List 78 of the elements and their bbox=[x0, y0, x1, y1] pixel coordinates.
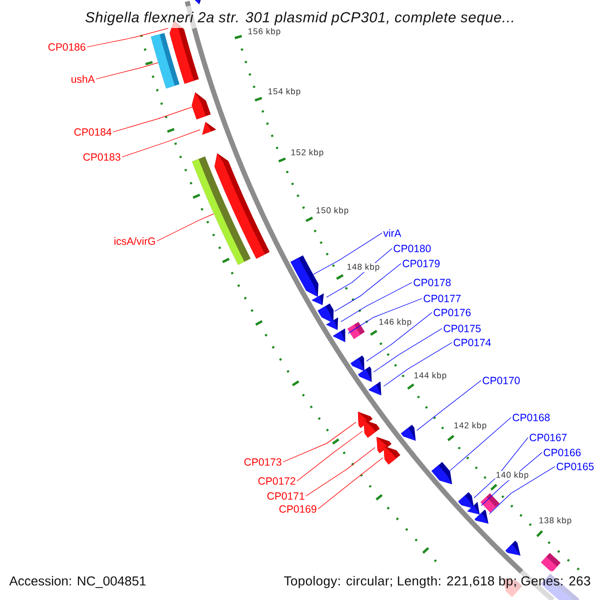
leader-line bbox=[96, 62, 158, 80]
scale-label: 148 kbp bbox=[346, 262, 380, 272]
scale-label: 156 kbp bbox=[247, 27, 282, 37]
gene-bar bbox=[480, 493, 500, 512]
gene-label: CP0176 bbox=[434, 308, 471, 316]
gene-label: icsA/virG bbox=[114, 237, 155, 245]
leader-line bbox=[488, 466, 556, 514]
leader-line bbox=[318, 457, 384, 510]
gene-label: CP0186 bbox=[48, 43, 86, 51]
gene-block bbox=[505, 540, 520, 556]
leader-line bbox=[366, 312, 432, 362]
gene-block bbox=[368, 382, 382, 396]
gene-label: virA bbox=[383, 229, 402, 237]
scale-label: 152 kbp bbox=[290, 148, 324, 158]
gene-label: CP0170 bbox=[482, 376, 520, 384]
leader-line bbox=[334, 263, 402, 312]
scale-label: 140 kbp bbox=[495, 470, 530, 480]
gene-label: CP0169 bbox=[279, 505, 316, 513]
gene-block bbox=[358, 366, 372, 382]
gene-label: CP0179 bbox=[402, 260, 440, 268]
gene-block bbox=[290, 255, 318, 297]
gene-label: CP0173 bbox=[244, 458, 282, 466]
gene-bar bbox=[150, 32, 180, 88]
gene-label: CP0168 bbox=[512, 414, 550, 422]
gene-bar bbox=[540, 552, 561, 572]
gene-label: CP0184 bbox=[74, 128, 112, 136]
gene-label: CP0172 bbox=[258, 477, 296, 485]
leader-line bbox=[296, 430, 363, 482]
gene-bar bbox=[347, 322, 365, 339]
gene-block bbox=[467, 502, 480, 514]
scale-label: 154 kbp bbox=[267, 87, 302, 97]
gene-block bbox=[192, 92, 211, 120]
gene-block bbox=[333, 328, 346, 342]
leader-line bbox=[282, 422, 356, 462]
scale-label: 146 kbp bbox=[378, 318, 412, 328]
leader-line bbox=[156, 214, 214, 242]
gene-label: CP0166 bbox=[544, 448, 581, 456]
gene-block bbox=[458, 492, 474, 509]
accession-text: Accession: NC_004851 bbox=[9, 576, 146, 588]
gene-label: CP0174 bbox=[454, 338, 491, 346]
gene-block bbox=[350, 355, 364, 372]
scale-label: 138 kbp bbox=[538, 516, 572, 526]
scale-label: 150 kbp bbox=[315, 206, 350, 216]
summary-text: Topology: circular; Length: 221,618 bp; Genes: 263 bbox=[284, 576, 590, 588]
leader-line bbox=[112, 106, 192, 132]
gene-label: CP0165 bbox=[556, 462, 594, 470]
gene-block bbox=[383, 446, 400, 465]
leader-line bbox=[306, 447, 376, 496]
leader-line bbox=[348, 298, 422, 334]
leader-line bbox=[122, 129, 200, 158]
gene-block bbox=[400, 424, 416, 441]
leader-line bbox=[373, 328, 442, 372]
gene-label: CP0178 bbox=[414, 278, 451, 286]
leader-line bbox=[474, 437, 528, 498]
leader-line bbox=[313, 232, 382, 275]
gene-label: CP0183 bbox=[83, 153, 120, 161]
gene-block bbox=[326, 317, 338, 330]
gene-block bbox=[194, 0, 201, 4]
title: Shigella flexneri 2a str. 301 plasmid pCP301, complete seque... bbox=[85, 12, 514, 26]
gene-block bbox=[364, 420, 380, 438]
gene-label: CP0177 bbox=[424, 294, 461, 302]
gene-block bbox=[312, 293, 324, 306]
gene-label: CP0171 bbox=[267, 492, 304, 500]
gene-block bbox=[474, 510, 488, 524]
leader-line bbox=[416, 380, 482, 431]
gene-block bbox=[431, 462, 452, 484]
scale-label: 144 kbp bbox=[413, 371, 448, 381]
gene-label: CP0180 bbox=[394, 244, 431, 252]
gene-label: ushA bbox=[72, 75, 95, 83]
leader-line bbox=[450, 417, 512, 471]
gene-block bbox=[202, 122, 216, 135]
leader-line bbox=[383, 342, 452, 387]
gene-label: CP0167 bbox=[530, 434, 567, 442]
scale-label: 142 kbp bbox=[453, 421, 488, 431]
gene-block bbox=[318, 303, 334, 324]
gene-label: CP0175 bbox=[444, 324, 481, 332]
leader-line bbox=[340, 282, 412, 322]
gene-bar bbox=[192, 156, 251, 265]
